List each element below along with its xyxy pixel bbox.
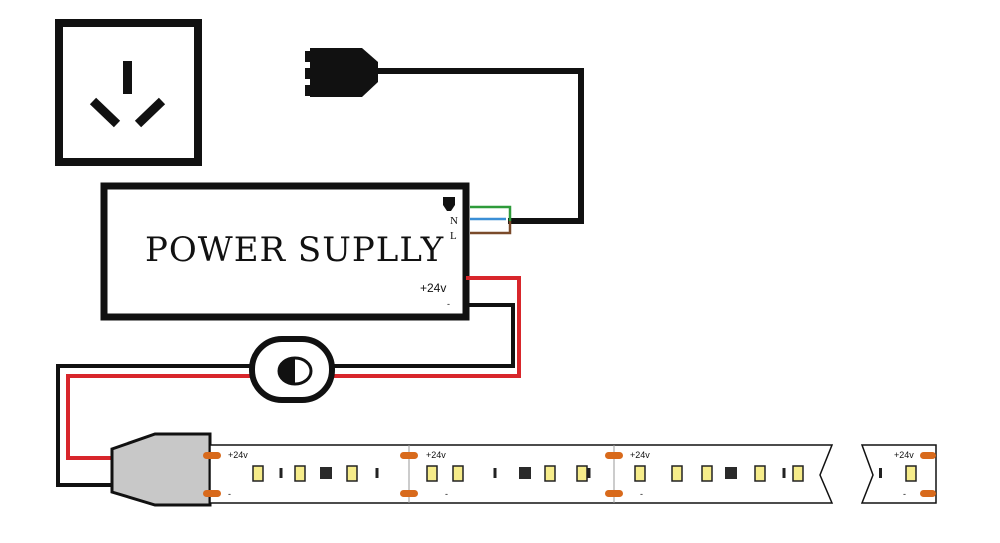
led-chip	[634, 465, 646, 482]
power-supply-box: POWER SUPLLY N L +24v -	[100, 182, 470, 321]
led-chip	[544, 465, 556, 482]
driver-ic	[519, 467, 531, 479]
black-strip-wire	[56, 364, 252, 487]
wire-earth	[470, 205, 512, 221]
resistor	[375, 468, 379, 478]
segment-1-negative-label: -	[228, 489, 231, 499]
strip-connector	[110, 432, 212, 507]
resistor	[493, 468, 497, 478]
led-chip	[576, 465, 588, 482]
resistor	[279, 468, 283, 478]
resistor	[587, 468, 591, 478]
end-segment-negative-label: -	[903, 489, 906, 499]
solder-pad-bottom	[605, 490, 623, 497]
led-chip	[426, 465, 438, 482]
led-strip	[203, 444, 834, 504]
led-chip	[252, 465, 264, 482]
wire-live	[470, 221, 512, 235]
led-chip	[701, 465, 713, 482]
led-chip	[754, 465, 766, 482]
output-positive-label: +24v	[420, 281, 446, 295]
led-chip	[452, 465, 464, 482]
solder-pad-bottom	[203, 490, 221, 497]
solder-pad-bottom	[400, 490, 418, 497]
black-output-wire	[331, 303, 515, 368]
end-segment-positive-label: +24v	[894, 450, 914, 460]
driver-ic	[725, 467, 737, 479]
led-chip	[671, 465, 683, 482]
dimmer-switch-icon[interactable]	[249, 336, 335, 403]
resistor	[782, 468, 786, 478]
mains-cable	[378, 68, 584, 224]
led-chip	[346, 465, 358, 482]
led-strip-end	[860, 444, 937, 504]
plug-icon	[305, 48, 378, 97]
power-supply-title: POWER SUPLLY	[145, 230, 444, 270]
resistor	[879, 468, 882, 478]
output-negative-label: -	[447, 299, 450, 309]
solder-pad-top	[203, 452, 221, 459]
segment-2-negative-label: -	[445, 489, 448, 499]
segment-2-positive-label: +24v	[426, 450, 446, 460]
red-strip-wire	[66, 374, 252, 460]
segment-3-positive-label: +24v	[630, 450, 650, 460]
solder-pad-top	[400, 452, 418, 459]
led-chip	[294, 465, 306, 482]
segment-3-negative-label: -	[640, 489, 643, 499]
led-chip	[905, 465, 917, 482]
red-output-wire	[331, 276, 521, 378]
solder-pad-bottom	[920, 490, 936, 497]
segment-1-positive-label: +24v	[228, 450, 248, 460]
wall-socket-icon	[55, 19, 202, 166]
led-chip	[792, 465, 804, 482]
terminal-l-label: L	[450, 230, 457, 242]
terminal-n-label: N	[450, 215, 458, 227]
ground-symbol-icon	[443, 197, 455, 211]
solder-pad-top	[605, 452, 623, 459]
solder-pad-top	[920, 452, 936, 459]
driver-ic	[320, 467, 332, 479]
